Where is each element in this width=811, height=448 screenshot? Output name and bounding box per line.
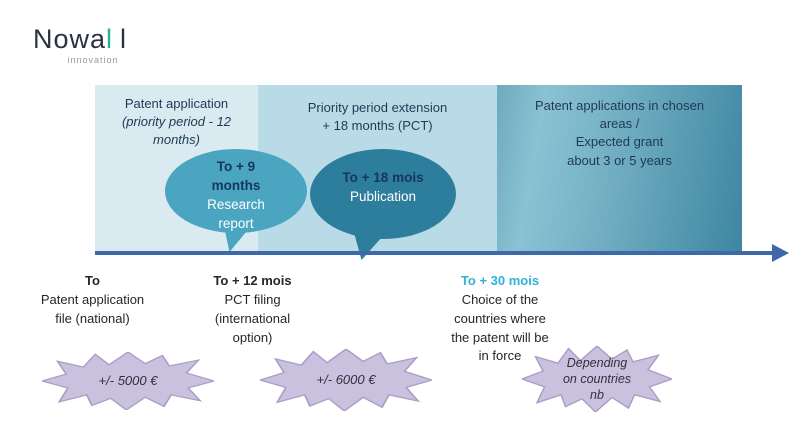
- milestone-title: To + 12 mois: [213, 273, 292, 288]
- milestone-description: PCT filing (international option): [214, 291, 291, 345]
- cost-label: +/- 6000 €: [316, 371, 376, 387]
- phase-segment-chosen-areas: Patent applications in chosen areas / Ex…: [497, 85, 742, 251]
- logo-text-accent: l: [106, 24, 114, 54]
- segment-title: Priority period extension: [307, 100, 448, 115]
- callout-bubble-publication: To + 18 mois Publication: [310, 149, 456, 239]
- milestone-to-plus-12-pct-filing: To + 12 mois PCT filing (international o…: [180, 272, 325, 347]
- explosion-shape-icon: [522, 346, 672, 412]
- cost-burst-depending-countries: Depending on countries nb: [522, 346, 672, 412]
- segment-subtitle: (priority period - 12 months): [121, 114, 232, 148]
- explosion-shape-icon: [42, 352, 214, 410]
- cost-label: +/- 5000 €: [98, 372, 158, 388]
- milestone-title: To + 30 mois: [460, 273, 540, 288]
- bubble-header: To + 9 months: [211, 159, 261, 193]
- callout-bubble-research-report: To + 9 months Research report: [165, 149, 307, 233]
- segment-text: Patent applications in chosen areas / Ex…: [534, 98, 705, 168]
- milestone-title: To: [85, 273, 100, 288]
- explosion-shape-icon: [260, 349, 432, 411]
- cost-burst-5000: +/- 5000 €: [42, 352, 214, 410]
- logo-text-part3: l: [120, 24, 128, 54]
- arrow-right-icon: [772, 244, 789, 262]
- logo-text-part1: Nowa: [33, 24, 107, 54]
- bubble-header: To + 18 mois: [342, 170, 424, 185]
- milestone-description: Patent application file (national): [40, 291, 145, 326]
- segment-subtitle: + 18 months (PCT): [322, 118, 433, 134]
- segment-title: Patent application: [124, 96, 229, 111]
- milestone-to-national-filing: To Patent application file (national): [20, 272, 165, 329]
- bubble-body: Research report: [207, 196, 265, 231]
- cost-burst-6000: +/- 6000 €: [260, 349, 432, 411]
- cost-label: Depending on countries nb: [562, 355, 632, 403]
- milestone-to-plus-30-country-choice: To + 30 mois Choice of the countries whe…: [420, 272, 580, 366]
- logo-tagline: innovation: [67, 55, 119, 65]
- timeline-axis-line: [95, 251, 775, 255]
- bubble-body: Publication: [349, 188, 417, 204]
- milestone-description: Choice of the countries where the patent…: [451, 291, 549, 364]
